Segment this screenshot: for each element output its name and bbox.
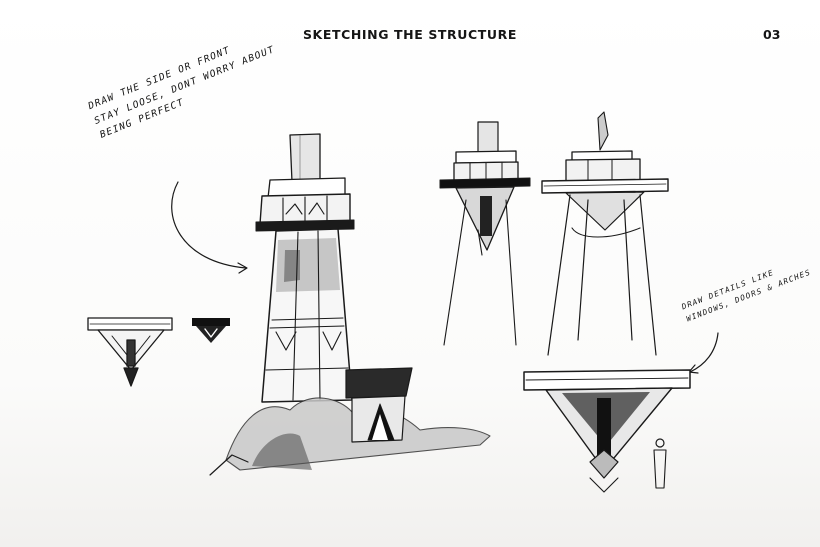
arrow-to-platform-detail bbox=[688, 332, 719, 374]
page-number: 03 bbox=[763, 27, 781, 42]
page-title: SKETCHING THE STRUCTURE bbox=[302, 27, 518, 42]
tower-front-sketch bbox=[439, 121, 531, 346]
lighthouse-sketch bbox=[209, 133, 491, 476]
tower-side-sketch bbox=[541, 111, 669, 356]
platform-detail-sketch bbox=[523, 369, 691, 493]
bracket-sketch bbox=[87, 317, 173, 387]
arrow-to-lighthouse bbox=[171, 181, 248, 274]
bracket-detail-sketch bbox=[192, 318, 230, 343]
